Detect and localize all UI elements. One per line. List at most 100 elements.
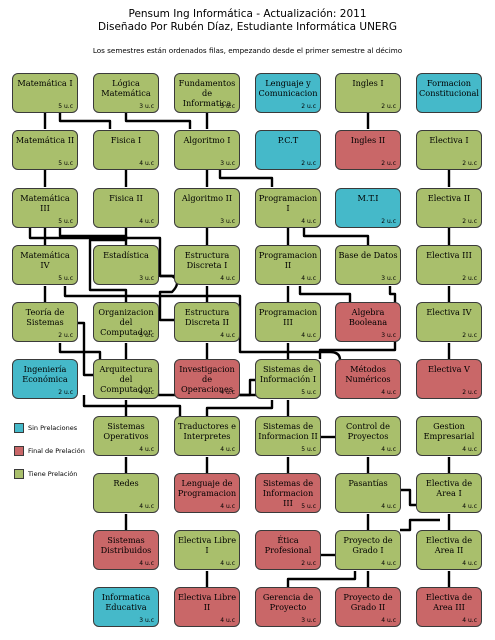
line-alg1-prog1 xyxy=(218,170,274,187)
line-cross-1 xyxy=(58,343,102,359)
course-credits: 4 u.c xyxy=(381,389,396,396)
course-name: Matemática I xyxy=(17,78,73,88)
line-mat1-fisica1 xyxy=(58,113,112,129)
course-name: Teoría de Sistemas xyxy=(25,307,65,327)
course-credits: 3 u.c xyxy=(381,332,396,339)
course-name: Lenguaje y Comunicacion xyxy=(258,78,318,98)
course-name: Proyecto de Grado I xyxy=(343,535,393,555)
course-name: Electiva IV xyxy=(426,307,472,317)
course-name: Formacion Constitucional xyxy=(419,78,480,98)
course-box: Electiva V 2 u.c xyxy=(416,359,482,399)
course-name: Algoritmo II xyxy=(181,193,233,203)
course-credits: 4 u.c xyxy=(220,389,235,396)
title-line-2: Diseñado Por Rubén Díaz, Estudiante Info… xyxy=(97,21,398,33)
course-credits: 3 u.c xyxy=(220,160,235,167)
course-name: Sistemas de Informacion III xyxy=(262,478,314,508)
course-credits: 4 u.c xyxy=(301,332,316,339)
course-credits: 4 u.c xyxy=(139,503,154,510)
course-name: Electiva Libre I xyxy=(177,535,237,555)
course-name: Sistemas Operativos xyxy=(103,421,149,441)
line-teoria-arq xyxy=(78,321,93,377)
course-name: P.C.T xyxy=(277,135,299,145)
course-name: Lógica Matemática xyxy=(101,78,151,98)
course-name: Algoritmo I xyxy=(183,135,231,145)
course-name: Base de Datos xyxy=(338,250,398,260)
course-credits: 4 u.c xyxy=(301,218,316,225)
course-name: Informatica Educativa xyxy=(101,592,151,612)
course-name: Estadística xyxy=(103,250,149,260)
course-credits: 4 u.c xyxy=(220,617,235,624)
course-name: Ingeniería Económica xyxy=(22,364,68,384)
line-fisica2-org xyxy=(88,228,128,302)
legend-label-tiene-prelacion: Tiene Prelación xyxy=(28,470,78,478)
course-credits: 4 u.c xyxy=(301,275,316,282)
course-credits: 4 u.c xyxy=(220,332,235,339)
course-name: Arquitectura del Computador xyxy=(99,364,153,394)
course-name: Matemática II xyxy=(15,135,75,145)
course-credits: 2 u.c xyxy=(462,389,477,396)
line-estad-ed2 xyxy=(158,274,179,322)
course-credits: 5 u.c xyxy=(301,446,316,453)
course-name: Proyecto de Grado II xyxy=(343,592,393,612)
course-credits: 2 u.c xyxy=(462,275,477,282)
course-name: Lenguaje de Programacion xyxy=(177,478,237,498)
course-name: M.T.I xyxy=(357,193,379,203)
course-credits: 5 u.c xyxy=(301,503,316,510)
course-name: Traductores e Interpretes xyxy=(178,421,236,441)
course-name: Sistemas de Información I xyxy=(259,364,317,384)
course-name: Electiva de Area I xyxy=(425,478,473,498)
course-credits: 2 u.c xyxy=(381,218,396,225)
course-credits: 3 u.c xyxy=(139,275,154,282)
course-credits: 2 u.c xyxy=(462,218,477,225)
line-logica-algoritmo xyxy=(124,113,192,129)
course-credits: 4 u.c xyxy=(381,560,396,567)
course-name: Matemática IV xyxy=(20,250,70,270)
legend-label-final-prelacion: Final de Prelación xyxy=(28,447,85,455)
course-name: Programacion I xyxy=(258,193,318,213)
course-box: Formacion Constitucional xyxy=(416,73,482,113)
course-name: Electiva V xyxy=(428,364,470,374)
course-name: Electiva Libre II xyxy=(177,592,237,612)
course-name: Programacion II xyxy=(258,250,318,270)
course-credits: 4 u.c xyxy=(220,560,235,567)
course-credits: 4 u.c xyxy=(220,446,235,453)
line-si1-trad xyxy=(205,400,274,416)
legend-swatch-tiene-prelacion xyxy=(14,469,24,479)
course-name: Estructura Discreta I xyxy=(184,250,230,270)
subtitle: Los semestres están ordenados filas, emp… xyxy=(92,46,403,55)
course-name: Algebra Booleana xyxy=(348,307,388,327)
course-credits: 5 u.c xyxy=(58,275,73,282)
course-name: Fundamentos de Informatica xyxy=(178,78,236,108)
course-box: Traductores e Interpretes 4 u.c xyxy=(174,416,240,456)
course-name: Control de Proyectos xyxy=(346,421,390,441)
course-name: Métodos Numéricos xyxy=(345,364,391,384)
course-box: M.T.I 2 u.c xyxy=(335,188,401,228)
course-credits: 5 u.c xyxy=(58,103,73,110)
